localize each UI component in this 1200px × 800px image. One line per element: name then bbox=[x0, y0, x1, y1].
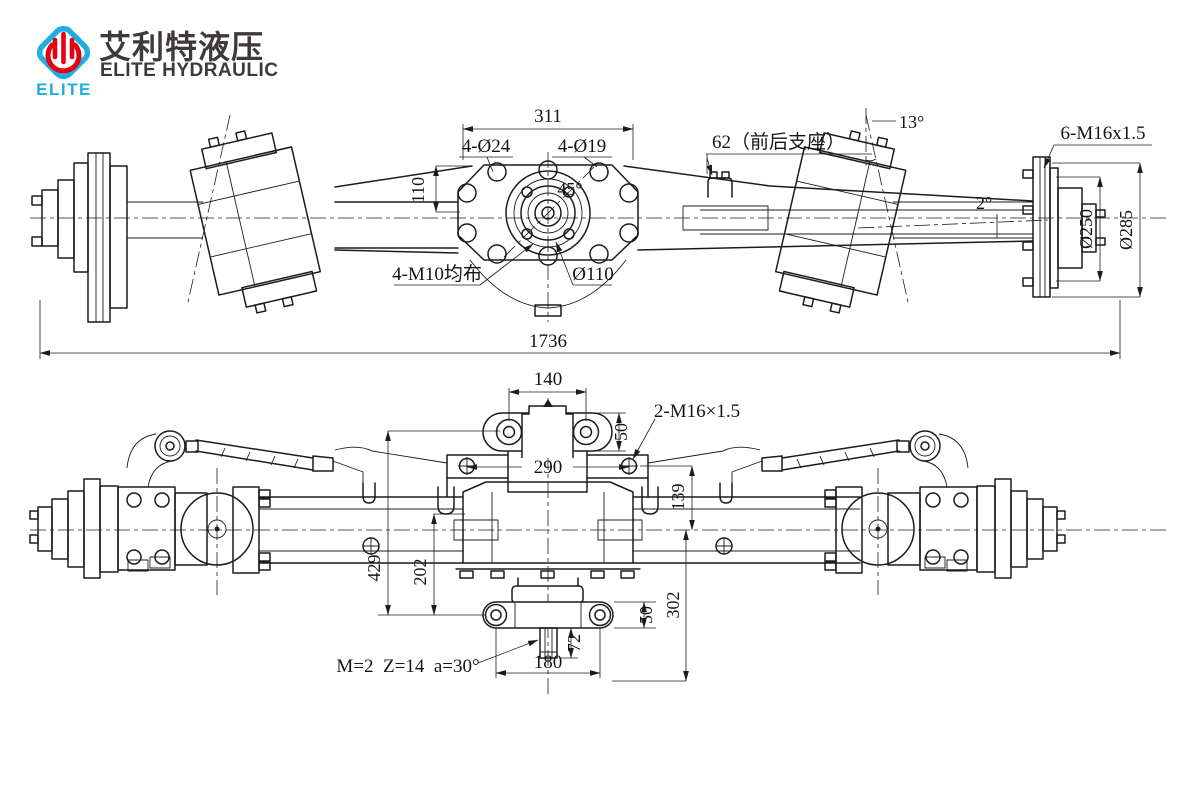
brand-name-cn: 艾利特液压 bbox=[99, 28, 265, 66]
steering-tie-rod-left bbox=[126, 430, 448, 488]
axle-beams-top bbox=[334, 165, 1034, 254]
dim-140: 140 bbox=[534, 369, 563, 390]
top-view-dimensions: 311 4-Ø24 4-Ø19 62（前后支座） 13° 6-M16x1.5 2… bbox=[39, 106, 1152, 359]
dim-429: 429 bbox=[364, 555, 384, 582]
dim-2-m16: 2-M16×1.5 bbox=[654, 401, 740, 422]
left-hub-top bbox=[31, 152, 203, 323]
brand-name-en: ELITE HYDRAULIC bbox=[100, 60, 279, 81]
dim-180: 180 bbox=[534, 652, 563, 673]
support-bracket bbox=[707, 177, 733, 198]
dim-4-o24: 4-Ø24 bbox=[462, 136, 511, 157]
dim-290: 290 bbox=[534, 457, 563, 478]
dim-o285: Ø285 bbox=[1116, 210, 1136, 250]
dim-spline-spec: M=2 Z=14 a=30° bbox=[336, 656, 479, 677]
dim-50-upper: 50 bbox=[611, 423, 631, 441]
housing-bolts bbox=[457, 160, 639, 266]
bottom-view: 140 50 2-M16×1.5 290 139 429 202 bbox=[29, 369, 1170, 695]
dim-13deg: 13° bbox=[899, 112, 924, 132]
dim-4-o19: 4-Ø19 bbox=[558, 136, 607, 157]
dim-139: 139 bbox=[668, 484, 688, 511]
logo-emblem-icon bbox=[45, 31, 82, 74]
axle-beams-bottom bbox=[258, 496, 861, 564]
center-hub bbox=[505, 170, 591, 256]
left-hub-bottom bbox=[29, 478, 380, 579]
dim-110: 110 bbox=[408, 177, 428, 203]
dim-62-support: 62（前后支座） bbox=[712, 131, 845, 153]
center-housing bbox=[457, 160, 639, 317]
left-knuckle bbox=[189, 130, 322, 314]
upper-mount-bracket bbox=[482, 399, 613, 458]
logo-diamond-icon bbox=[36, 25, 91, 80]
flange-bolts bbox=[459, 570, 635, 579]
steering-tie-rod-right bbox=[647, 430, 969, 488]
dim-o250: Ø250 bbox=[1076, 209, 1096, 249]
dim-6-m16: 6-M16x1.5 bbox=[1061, 123, 1146, 144]
dim-2deg: 2° bbox=[976, 193, 992, 213]
dim-1736: 1736 bbox=[529, 331, 567, 352]
logo: ELITE bbox=[36, 25, 92, 99]
output-shaft bbox=[539, 627, 558, 659]
top-view: 311 4-Ø24 4-Ø19 62（前后支座） 13° 6-M16x1.5 2… bbox=[30, 106, 1170, 359]
dim-4-m10: 4-M10均布 bbox=[392, 263, 482, 285]
dim-202: 202 bbox=[410, 559, 430, 586]
dim-50-lower: 50 bbox=[636, 606, 656, 624]
dim-302: 302 bbox=[663, 592, 683, 619]
dim-o110: Ø110 bbox=[572, 264, 614, 285]
dim-45deg: 45° bbox=[557, 179, 582, 199]
dim-72: 72 bbox=[564, 634, 584, 652]
bottom-view-dimensions: 140 50 2-M16×1.5 290 139 429 202 bbox=[336, 369, 740, 682]
right-hub-top bbox=[893, 156, 1106, 298]
logo-badge: ELITE bbox=[36, 80, 92, 99]
dim-311: 311 bbox=[534, 106, 562, 127]
